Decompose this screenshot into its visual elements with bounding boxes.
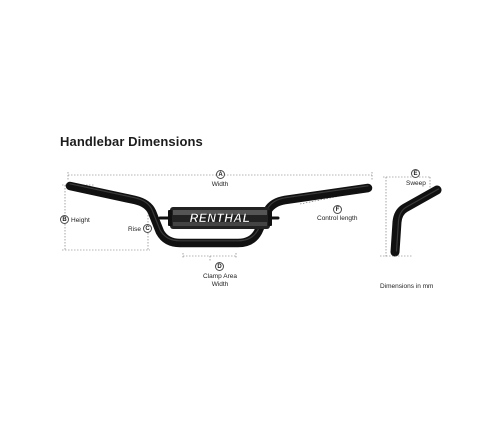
clamp-area-dimension [182,253,237,262]
sweep-dimension [380,176,431,258]
handlebar-tube [65,181,373,248]
label-f-badge: F [333,205,342,214]
label-rise: Rise [128,226,142,233]
units-note: Dimensions in mm [380,283,434,290]
width-dimension [67,172,373,180]
crossbar-pad: RENTHAL [168,207,272,229]
label-width: Width [211,181,229,188]
side-view-bar [390,185,442,257]
brand-logo: RENTHAL [190,211,251,225]
label-a-badge: A [216,170,225,179]
label-sweep: Sweep [406,180,426,187]
diagram-title: Handlebar Dimensions [60,134,203,149]
label-clamp-area: Clamp Area [203,273,237,280]
label-clamp-width: Width [211,281,229,288]
label-control-length: Control length [317,215,358,222]
label-b-badge: B [60,215,69,224]
label-e-badge: E [411,169,420,178]
label-d-badge: D [215,262,224,271]
label-c-badge: C [143,224,152,233]
label-height: Height [71,217,90,224]
